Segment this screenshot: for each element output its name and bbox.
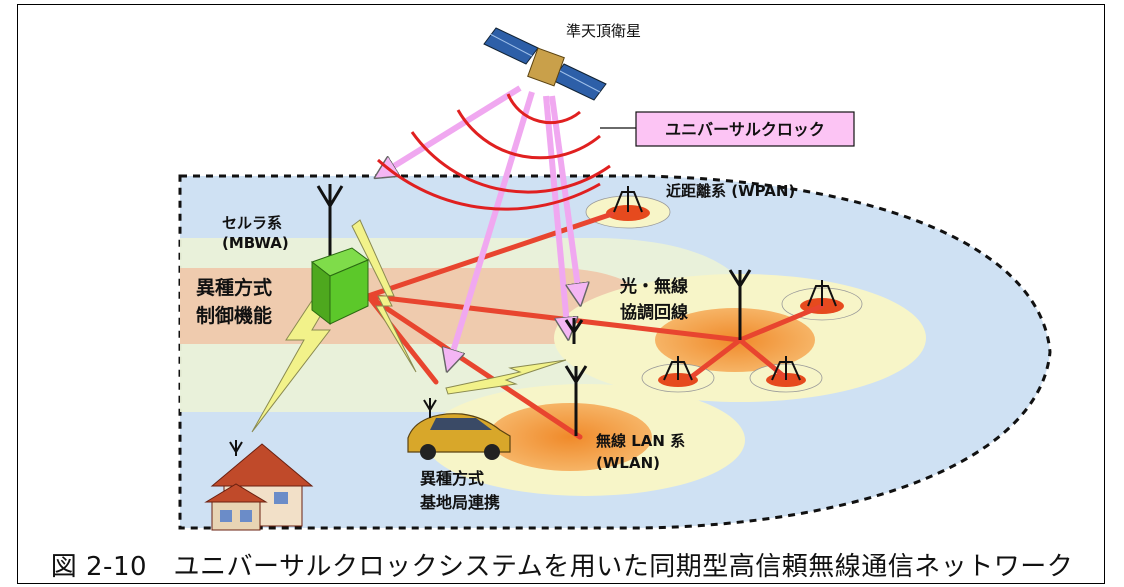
wlan-label-1: 無線 LAN 系 [596,432,685,450]
optical-wireless-label-2: 協調回線 [620,302,688,323]
optical-wireless-label-1: 光・無線 [619,276,688,297]
cellular-label-2: (MBWA) [222,234,289,252]
hetero-control-label-1: 異種方式 [196,276,272,299]
figure-caption: 図 2-10 ユニバーサルクロックシステムを用いた同期型高信頼無線通信ネットワー… [50,552,1074,582]
wpan-label: 近距離系 (WPAN) [666,182,795,200]
control-function-box-icon [310,247,369,326]
house-icon [204,440,314,531]
universal-clock-arcs [376,93,611,211]
optical-antenna-icon [728,269,752,340]
network-links [365,211,825,440]
access-point-antenna-icon [564,318,584,344]
wlan-antenna-icon [564,365,588,436]
universal-clock-label: ユニバーサルクロック [665,120,825,139]
wpan-node-icons [613,186,837,381]
base-coordination-label-1: 異種方式 [420,469,484,488]
satellite-icon [483,27,607,101]
car-icon [407,398,511,460]
cellular-label-1: セルラ系 [222,214,282,232]
cellular-antenna-icon [316,184,344,262]
satellite-label: 準天頂衛星 [566,22,641,40]
wlan-core-zone [488,403,652,471]
wlan-label-2: (WLAN) [596,454,660,472]
network-diagram: 準天頂衛星 ユニバーサルクロック 近距離系 (WPAN) セルラ系 (MBWA)… [178,22,1052,531]
universal-clock-box [635,111,855,147]
hetero-control-label-2: 制御機能 [196,304,272,327]
base-coordination-label-2: 基地局連携 [419,493,500,512]
